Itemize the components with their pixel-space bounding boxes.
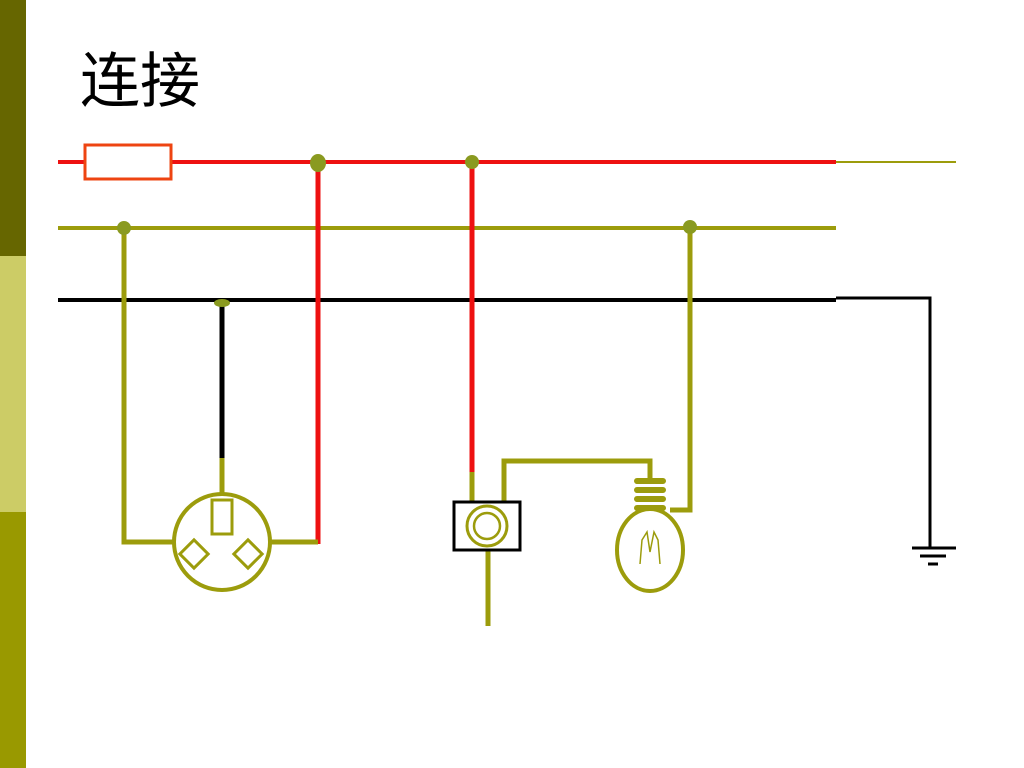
earth-wire-to-ground	[836, 296, 932, 548]
junction-dot-live-switch	[465, 155, 479, 169]
three-pin-socket-icon	[172, 492, 272, 592]
light-bulb-icon	[615, 478, 685, 593]
slide-title: 连接	[80, 47, 200, 117]
lamp-neutral-wire	[670, 228, 693, 513]
switch-to-lamp-wire	[501, 458, 653, 502]
wall-switch-icon	[452, 500, 522, 552]
junction-dot-neutral-socket	[117, 221, 131, 235]
junction-dot-neutral-lamp	[683, 220, 697, 234]
sidebar-stripe-bottom	[0, 512, 26, 768]
junction-dot-earth-socket	[214, 299, 230, 307]
ground-symbol-icon	[912, 546, 956, 566]
fuse-icon	[83, 143, 173, 181]
socket-neutral-wire	[121, 228, 182, 545]
sidebar-stripe-middle	[0, 256, 26, 512]
junction-dot-live-socket	[310, 154, 326, 172]
sidebar-stripe-top	[0, 0, 26, 256]
